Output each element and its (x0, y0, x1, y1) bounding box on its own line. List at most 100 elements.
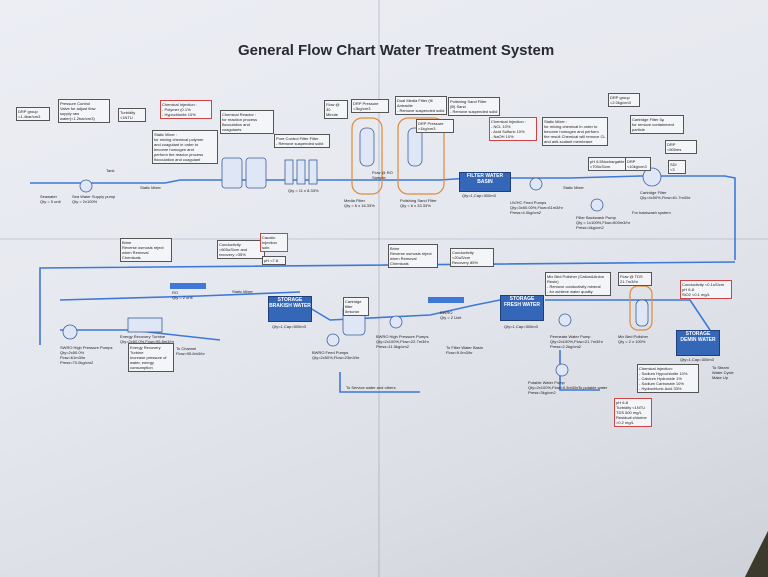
note-flow-30-minutes: Flow @ 30 Minute (324, 100, 348, 119)
pipe-top-right (470, 175, 736, 260)
label-ro-unit: RO Qty = 2 unit (172, 290, 193, 300)
note-chemical-injection-1: Chemical Injection : - Polymer (0.1% - H… (160, 100, 212, 119)
tank-filter-water-basin: FILTER WATER BASIN (459, 172, 511, 192)
note-pressure-control: Pressure Control Valve for adjust flow s… (58, 99, 110, 123)
note-conductivity-3: Conductivity <0.1uS/cm pH 6-8 SiO2 <0.1 … (680, 280, 732, 299)
label-to-potable: To potable water (578, 385, 608, 390)
pure-filter-3 (308, 159, 318, 185)
pipe-middle-center (304, 299, 501, 321)
bwro-hp-pump-icon (389, 315, 403, 329)
label-polishing-filter: Polishing Sand Filter Qty = 6 x 33.33% (400, 198, 437, 208)
label-mix-bed: Mix Bed Polisher Qty = 2 x 100% (618, 334, 649, 344)
label-tank: Tank (106, 168, 115, 173)
label-uv-pump: UV/HC Feed Pumps Qty=3x50.00%,Flow=61m3/… (510, 200, 563, 215)
permeate-pump-icon (558, 313, 572, 327)
label-sea-water-pump: Sea Water Supply pump Qty = 2x100% (72, 194, 116, 204)
paper-fold-horizontal (0, 238, 768, 240)
pure-filter-2 (296, 159, 306, 185)
ro-rack-1 (170, 283, 206, 289)
diagram-title: General Flow Chart Water Treatment Syste… (238, 42, 555, 59)
paper-fold-vertical (378, 0, 380, 577)
note-drp-pressure-1: DRP Pressure =3kg/cm3 (351, 99, 389, 113)
note-brine-reject: Brine Reverse osmosis reject when Remova… (120, 238, 172, 262)
note-caustic-injection: Caustic Injection soln. (260, 233, 288, 252)
ro-rack-2 (428, 297, 464, 303)
label-permeate-pump: Permeate Water Pump Qty=2x100%,Flow=21.7… (550, 334, 603, 349)
backwash-pump-icon (590, 198, 604, 212)
tank-storage-fresh: STORAGE FRESH WATER (500, 295, 544, 321)
bwro-feed-pump-icon (326, 333, 340, 347)
note-static-mixer-1: Static Mixer : for mixing chemical polym… (152, 130, 218, 164)
label-cartridge-filter: Cartridge Filter Qty=4x50%,Flow=61.7m3/h… (640, 190, 691, 200)
note-chemical-reactor: Chemical Reactor : for reaction process … (220, 110, 274, 134)
tank-storage-brakish: STORAGE BRAKISH WATER (268, 296, 312, 322)
pipe-middle-right (545, 299, 711, 331)
mixed-bed-vessel (635, 299, 649, 327)
pipe-to-potable (559, 350, 600, 391)
note-brine-reject-2: Brine Reverse osmosis reject when Remova… (388, 244, 438, 268)
note-polishing-sand-filter: Polishing Sand Filter (B) Sand - Remove … (448, 97, 500, 116)
loop-mixed-bed (629, 285, 653, 331)
pipe-to-service (339, 372, 420, 393)
label-bwro-unit: BWRO Qty = 2 Unit (440, 310, 462, 320)
label-demin-cap: Qty=1,Cap=300m3 (680, 357, 714, 362)
note-chemical-injection-3: Chemical Injection: - Sodium Hypochlorit… (637, 364, 699, 393)
label-static-mixer: Static Mixer (140, 185, 161, 190)
label-to-channel: To Channel Flow=95.8m3/hr (176, 346, 205, 356)
label-bwro-hp: BWRO High Pressure Pumps Qty=2x100%,Flow… (376, 334, 429, 349)
label-to-steam: To Steam Water Cycle Make Up (712, 365, 734, 380)
note-cartridge-filter: Cartridge Filter 5µ for remove containme… (630, 115, 684, 134)
label-static-mixer-4: Static Mixer (232, 289, 253, 294)
cartridge-filter-icon (642, 167, 662, 187)
note-sdi: SDI <3 (668, 160, 686, 174)
label-brakish-cap: Qty=1,Cap=500m3 (272, 324, 306, 329)
note-water-quality: pH 6-8 Turbidity <1NTU TDS 500 mg/L Resi… (614, 398, 652, 427)
pipe-middle-line (39, 261, 736, 345)
note-drw-group: DRP group =1.4bar/cm3 (16, 107, 50, 121)
label-backwash-system: For backwash system (632, 210, 671, 215)
note-mixed-bed-polisher: Mix Bed Polisher (Cation&Anion Resin) - … (545, 272, 611, 296)
loop-media-filter (351, 117, 383, 195)
pipe-middle-flow (59, 291, 301, 301)
note-dual-media-filter: Dual Media Filter (fil Antracite - Remov… (395, 96, 447, 115)
label-seawater: Seawater Qty = 5 unit (40, 194, 61, 204)
note-pure-control-filter: Pure Control Filter Filter - Remove susp… (274, 134, 330, 148)
note-drp-500: DRP <500ms (665, 140, 697, 154)
sea-water-pump-icon (79, 179, 93, 193)
note-drp: DRP <10kg/cm3 (625, 157, 651, 171)
label-backwash-pump: Filter Backwash Pump Qty = 1x100%,Flow=6… (576, 215, 631, 230)
pipe-top-line (30, 177, 471, 184)
chemical-reactor-tank-2 (245, 157, 267, 189)
note-drw-group-2: DRP group =2.0kg/cm3 (608, 93, 640, 107)
erd-turbine-icon (127, 317, 163, 333)
label-flow-return: Flow @ RO Sample (372, 170, 393, 180)
note-chemical-injection-2: Chemical Injection : - NCL 10% - Acid Su… (489, 117, 537, 141)
note-conductivity-2: Conductivity <20uS/cm Recovery 85% (450, 248, 494, 267)
note-carbon-filter: Cartridge filter 5micron (343, 297, 369, 316)
label-ro-hp-pump: SWRO High Pressure Pumps Qty=2x50.0% Flo… (60, 345, 113, 365)
hp-pump-icon (62, 324, 78, 340)
label-to-service: To Service water and others (346, 385, 396, 390)
polishing-filter-vessel (407, 127, 423, 167)
media-filter-vessel (359, 127, 375, 167)
note-static-mixer-2: Static Mixer : for mixing chemical in or… (542, 117, 608, 146)
label-to-filter-basin: To Filter Water Basin Flow=9.0m3/hr (446, 345, 483, 355)
note-energy-recovery: Energy Recovery Turbine Increase pressur… (128, 343, 174, 372)
label-fresh-cap: Qty=1,Cap=300m3 (504, 324, 538, 329)
pure-filter-1 (284, 159, 294, 185)
note-drp-pressure-2: DRP Pressure =1kg/cm3 (416, 119, 454, 133)
label-potable-pump: Potable Water Pump Qty=2x100%,Flow=0.5m3… (528, 380, 579, 395)
label-erd-turbine: Energy Recovery Turbine Qty=2x50.0%,Flow… (120, 334, 175, 344)
note-ph-lt8: pH <7.8 (262, 256, 286, 265)
note-turbidity: Turbidity <1NTU (118, 108, 146, 122)
note-flow-tds: Flow @ TDS 21.7m3/hr (618, 272, 652, 286)
potable-pump-icon (555, 363, 569, 377)
chemical-reactor-tank (221, 157, 243, 189)
label-basin-qty: Qty=1,Cap=300m3 (462, 193, 496, 198)
tank-storage-demin: STORAGE DEMIN WATER (676, 330, 720, 356)
label-qty-filters: Qty = 11 x 8.33% (288, 188, 319, 193)
note-conductivity-1: Conductivity =600uS/cm and recovery >35% (217, 240, 265, 259)
feed-pump-icon (529, 177, 543, 191)
